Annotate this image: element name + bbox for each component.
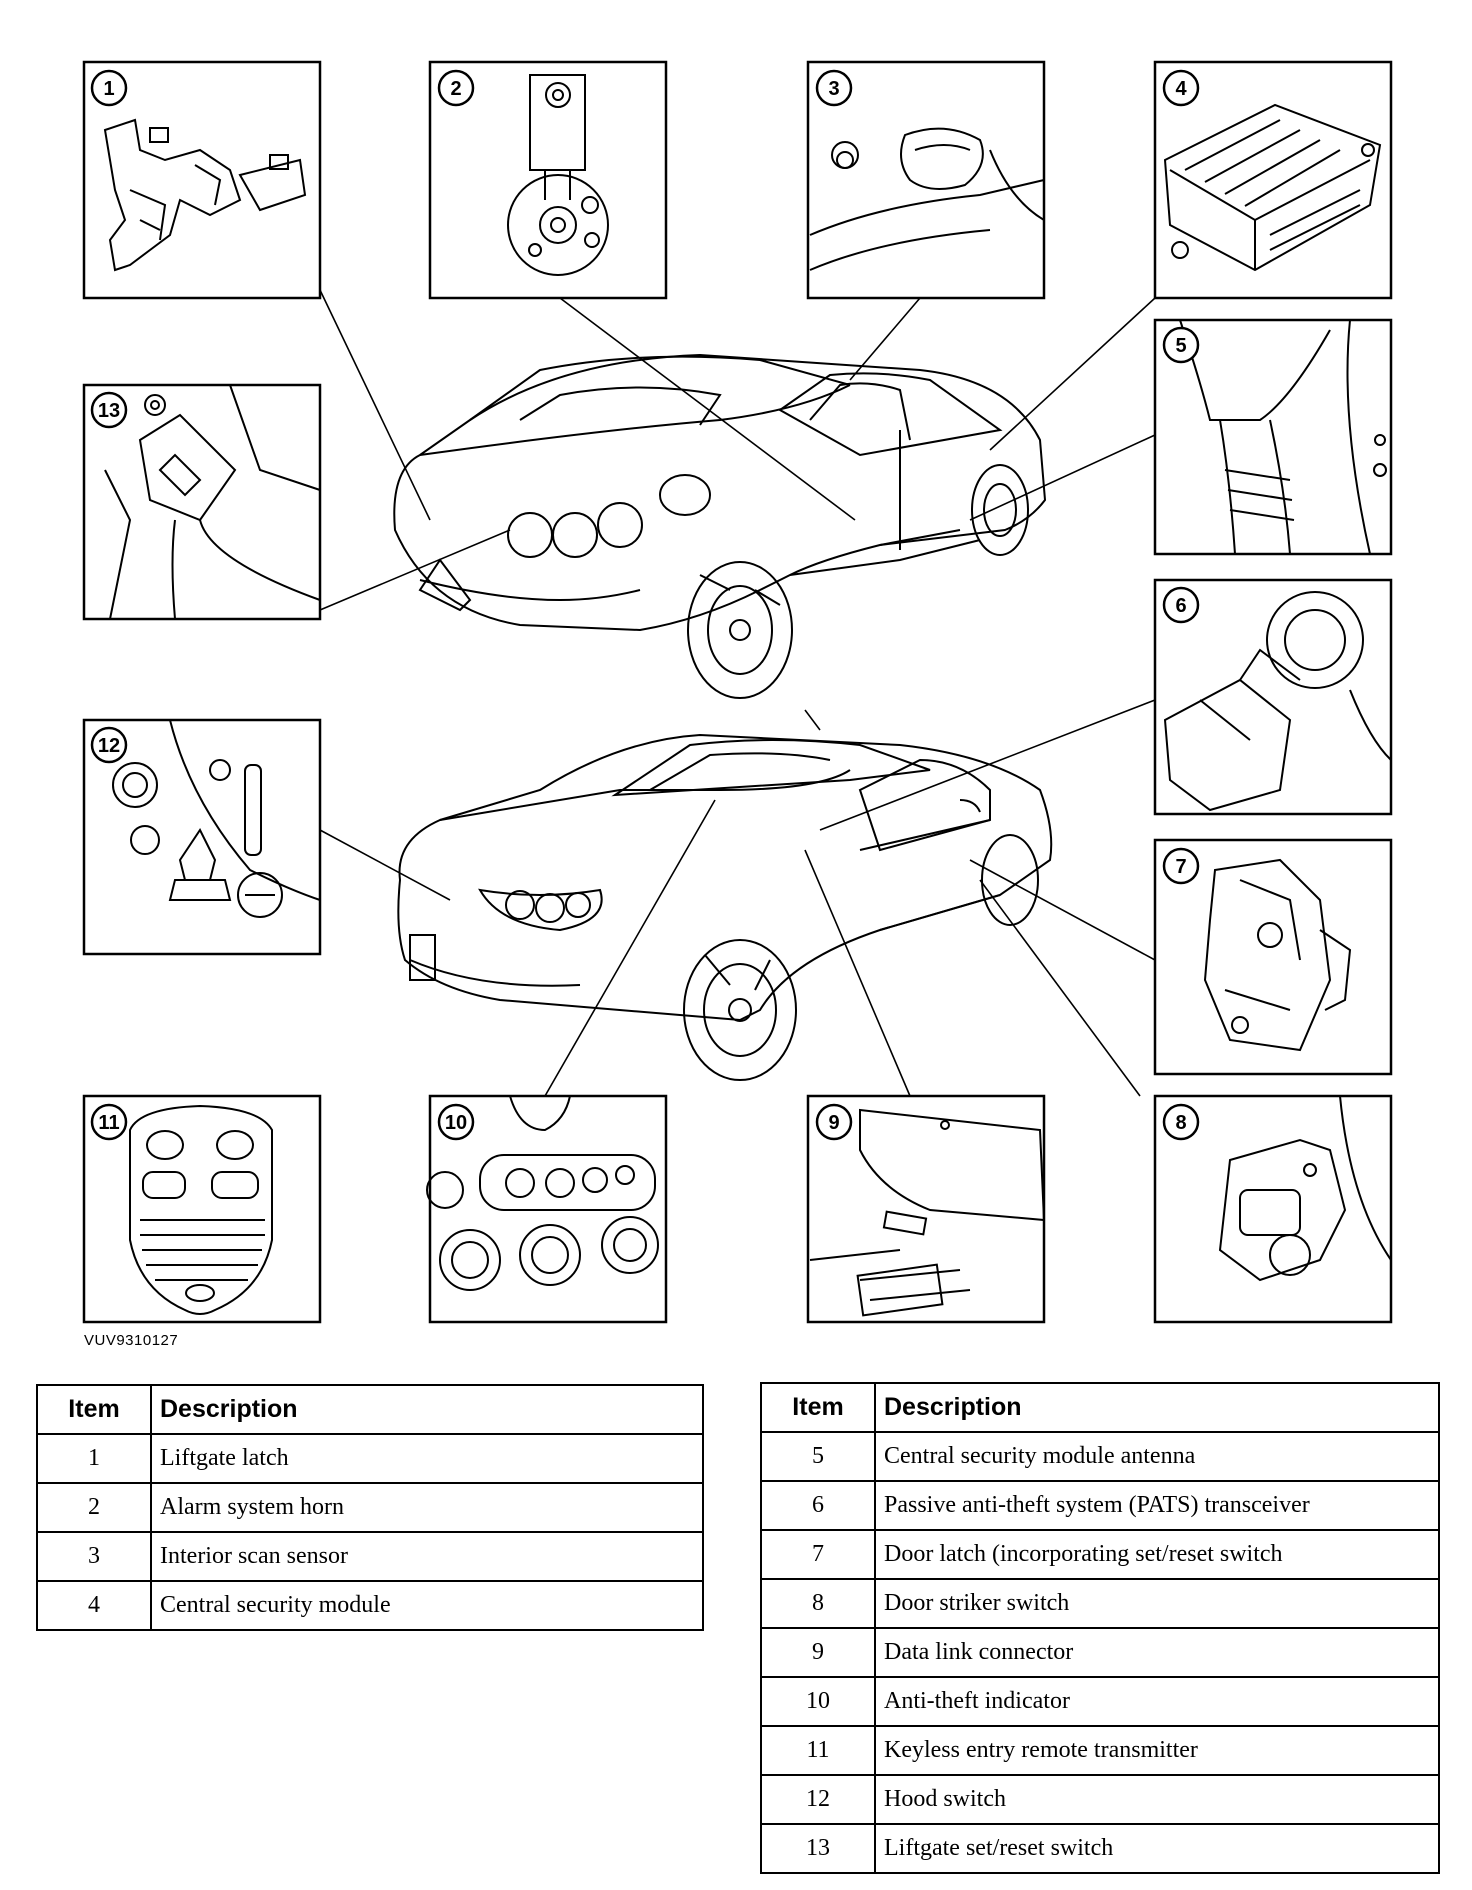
- callout-12: 12: [98, 735, 120, 757]
- inset-13-liftgate-set-reset-switch: [82, 383, 322, 621]
- inset-6-pats-transceiver: [1153, 578, 1393, 816]
- table-row: 2 Alarm system horn: [36, 1482, 704, 1533]
- item-number: 3: [36, 1531, 152, 1582]
- callout-13: 13: [98, 400, 120, 422]
- table-row: 8 Door striker switch: [760, 1578, 1440, 1629]
- item-description: Keyless entry remote transmitter: [874, 1725, 1440, 1776]
- table-row: 11 Keyless entry remote transmitter: [760, 1725, 1440, 1776]
- table-row: 12 Hood switch: [760, 1774, 1440, 1825]
- item-number: 13: [760, 1823, 876, 1874]
- car-front-view: [397, 733, 1053, 1081]
- item-description: Passive anti-theft system (PATS) transce…: [874, 1480, 1440, 1531]
- table-row: 7 Door latch (incorporating set/reset sw…: [760, 1529, 1440, 1580]
- item-number: 1: [36, 1433, 152, 1484]
- legend-table-right: Item Description 5 Central security modu…: [760, 1382, 1440, 1874]
- inset-4-central-security-module: [1153, 60, 1393, 300]
- figure-id: VUV9310127: [84, 1332, 179, 1349]
- callout-6: 6: [1175, 595, 1186, 617]
- leader-lines: [319, 289, 1156, 1097]
- component-location-diagram: 1 2 3 4 5 6 7 8 9 10 11 12 13: [82, 60, 1393, 1324]
- item-description: Anti-theft indicator: [874, 1676, 1440, 1727]
- item-description: Interior scan sensor: [150, 1531, 704, 1582]
- legend-table-left: Item Description 1 Liftgate latch 2 Alar…: [36, 1384, 704, 1631]
- item-number: 9: [760, 1627, 876, 1678]
- item-number: 12: [760, 1774, 876, 1825]
- item-description: Central security module: [150, 1580, 704, 1631]
- header-description: Description: [150, 1384, 704, 1435]
- item-description: Data link connector: [874, 1627, 1440, 1678]
- callout-7: 7: [1175, 856, 1186, 878]
- callout-2: 2: [450, 78, 461, 100]
- item-description: Central security module antenna: [874, 1431, 1440, 1482]
- item-number: 2: [36, 1482, 152, 1533]
- table-header-row: Item Description: [760, 1382, 1440, 1433]
- item-number: 7: [760, 1529, 876, 1580]
- item-description: Hood switch: [874, 1774, 1440, 1825]
- table-row: 10 Anti-theft indicator: [760, 1676, 1440, 1727]
- header-description: Description: [874, 1382, 1440, 1433]
- table-row: 4 Central security module: [36, 1580, 704, 1631]
- table-header-row: Item Description: [36, 1384, 704, 1435]
- header-item: Item: [760, 1382, 876, 1433]
- table-row: 13 Liftgate set/reset switch: [760, 1823, 1440, 1874]
- inset-8-door-striker-switch: [1153, 1094, 1393, 1324]
- inset-9-data-link-connector: [806, 1094, 1046, 1324]
- callout-11: 11: [98, 1112, 119, 1134]
- car-rear-view: [393, 353, 1047, 699]
- table-row: 3 Interior scan sensor: [36, 1531, 704, 1582]
- inset-3-interior-scan-sensor: [806, 60, 1046, 300]
- item-number: 6: [760, 1480, 876, 1531]
- callout-circles: [90, 69, 1200, 1141]
- item-description: Liftgate set/reset switch: [874, 1823, 1440, 1874]
- inset-10-anti-theft-indicator: [426, 1094, 668, 1324]
- inset-12-hood-switch: [82, 718, 322, 956]
- item-number: 10: [760, 1676, 876, 1727]
- item-number: 8: [760, 1578, 876, 1629]
- item-description: Alarm system horn: [150, 1482, 704, 1533]
- item-description: Door latch (incorporating set/reset swit…: [874, 1529, 1440, 1580]
- table-row: 1 Liftgate latch: [36, 1433, 704, 1484]
- item-number: 5: [760, 1431, 876, 1482]
- inset-11-keyless-remote: [82, 1094, 322, 1324]
- table-row: 6 Passive anti-theft system (PATS) trans…: [760, 1480, 1440, 1531]
- table-row: 5 Central security module antenna: [760, 1431, 1440, 1482]
- callout-10: 10: [445, 1112, 467, 1134]
- inset-2-alarm-horn: [428, 60, 668, 300]
- callout-1: 1: [103, 78, 114, 100]
- table-row: 9 Data link connector: [760, 1627, 1440, 1678]
- header-item: Item: [36, 1384, 152, 1435]
- inset-7-door-latch: [1153, 838, 1393, 1076]
- callout-3: 3: [828, 78, 839, 100]
- callout-numbers: 1 2 3 4 5 6 7 8 9 10 11 12 13: [98, 78, 1188, 1134]
- item-description: Door striker switch: [874, 1578, 1440, 1629]
- callout-5: 5: [1175, 335, 1186, 357]
- callout-8: 8: [1175, 1112, 1186, 1134]
- item-number: 4: [36, 1580, 152, 1631]
- callout-4: 4: [1175, 78, 1187, 100]
- item-number: 11: [760, 1725, 876, 1776]
- callout-9: 9: [828, 1112, 839, 1134]
- item-description: Liftgate latch: [150, 1433, 704, 1484]
- inset-1-liftgate-latch: [82, 60, 322, 300]
